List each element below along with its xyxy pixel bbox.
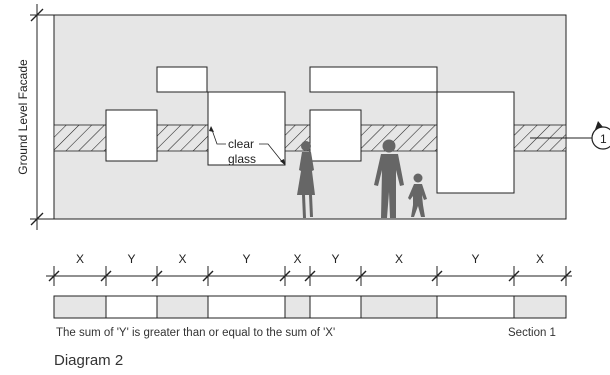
dimension-tick <box>508 270 520 282</box>
dimension-tick <box>279 270 291 282</box>
dimension-label-y: Y <box>471 252 479 266</box>
glass-leader-right-arrow <box>280 159 285 165</box>
glass-leader-right <box>259 143 285 165</box>
strip-segment-wall <box>53 295 107 319</box>
dimension-tick <box>431 270 443 282</box>
glass-leader-left-arrow <box>209 126 214 132</box>
dimension-label-x: X <box>178 252 186 266</box>
strip-segment-glass <box>309 295 362 319</box>
person-woman-silhouette <box>297 141 315 218</box>
dimension-tick <box>100 270 112 282</box>
dimension-tick <box>560 270 572 282</box>
dimension-label-y: Y <box>242 252 250 266</box>
diagram-title: Diagram 2 <box>54 352 124 369</box>
dimension-label-x: X <box>395 252 403 266</box>
dimension-label-x: X <box>293 252 301 266</box>
door-glass-2 <box>436 91 515 194</box>
dimension-tick <box>48 270 60 282</box>
footnote: The sum of 'Y' is greater than or equal … <box>56 327 335 339</box>
glass-label-line2: glass <box>228 152 256 166</box>
door-glass-1 <box>207 91 286 166</box>
section-marker: 1 <box>530 121 610 150</box>
section-marker-number: 1 <box>600 132 607 146</box>
transom-window-1 <box>156 66 208 93</box>
strip-segment-wall <box>513 295 567 319</box>
dimension-tick <box>202 270 214 282</box>
transom-window-2 <box>309 66 438 93</box>
dimension-tick <box>151 270 163 282</box>
dimension-tick <box>355 270 367 282</box>
facade-side-label: Ground Level Facade <box>16 59 30 175</box>
person-child-silhouette <box>408 173 427 217</box>
strip-segment-wall <box>156 295 209 319</box>
window-2 <box>309 109 362 162</box>
glass-leader-left <box>210 126 226 145</box>
dimension-label-x: X <box>536 252 544 266</box>
section-caption: Section 1 <box>508 327 556 339</box>
dimension-tick <box>304 270 316 282</box>
strip-segment-glass <box>105 295 158 319</box>
glass-label-line1: clear <box>228 137 254 151</box>
facade-elevation: clear glass <box>53 14 567 220</box>
dimension-label-x: X <box>76 252 84 266</box>
facade-height-dimension: Ground Level Facade <box>16 4 60 230</box>
strip-segment-glass <box>207 295 286 319</box>
person-man-silhouette <box>374 139 404 218</box>
window-1 <box>105 109 158 162</box>
section-strip <box>53 295 567 319</box>
strip-segment-wall <box>360 295 438 319</box>
strip-segment-glass <box>436 295 515 319</box>
strip-segment-wall <box>284 295 311 319</box>
dimension-label-y: Y <box>127 252 135 266</box>
dimension-label-y: Y <box>331 252 339 266</box>
